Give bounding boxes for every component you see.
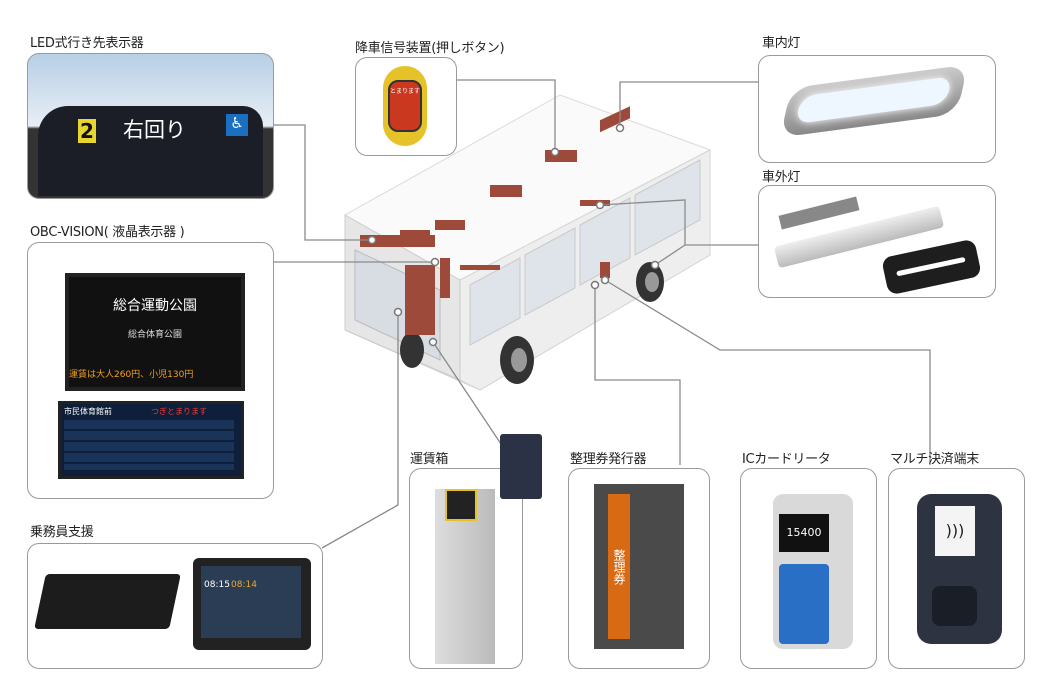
multi-payment-photo: ))) (917, 494, 1002, 644)
lcd-ticker: 運賃は大人260円、小児130円 (69, 370, 194, 380)
label-obc-vision: OBC-VISION( 液晶表示器 ) (30, 225, 185, 240)
crew-support-unit-photo (34, 574, 181, 629)
crew-support-card[interactable]: 08:15 08:14 (27, 543, 323, 669)
contactless-icon: ))) (935, 506, 975, 556)
lcd-display-main: 総合運動公園 総合体育公園 運賃は大人260円、小児130円 (65, 273, 245, 391)
tablet-time: 08:15 (204, 580, 230, 590)
led-destination-display-card[interactable]: 2 右回り ♿ (27, 53, 274, 199)
route-number: 2 (78, 119, 96, 143)
label-exterior-light: 車外灯 (762, 170, 801, 185)
stop-button-text: とまります (388, 80, 422, 132)
exterior-light-card[interactable] (758, 185, 996, 298)
label-crew-support: 乗務員支援 (30, 525, 94, 540)
bus-front-photo (38, 106, 263, 196)
fare-box-card[interactable] (409, 434, 542, 669)
ticket-issuer-photo: 整理券 (594, 484, 684, 649)
ticket-issuer-card[interactable]: 整理券 (568, 468, 710, 669)
interior-light-photo (779, 64, 969, 138)
obc-vision-card[interactable]: 総合運動公園 総合体育公園 運賃は大人260円、小児130円 市民体育館前 つぎ… (27, 242, 274, 499)
bus-illustration (343, 94, 712, 391)
multi-payment-terminal-card[interactable]: ))) (888, 468, 1025, 669)
lcd-sub-text: 総合体育公園 (127, 330, 182, 340)
label-led-destination-display: LED式行き先表示器 (30, 36, 144, 51)
label-ticket-issuer: 整理券発行器 (570, 452, 647, 467)
exterior-lamp-photo (881, 238, 982, 296)
stop-signal-button-card[interactable]: とまります (355, 57, 457, 156)
lcd-fare-display: 市民体育館前 つぎとまります (58, 401, 244, 479)
fare-header: 市民体育館前 (64, 407, 112, 416)
label-fare-box: 運賃箱 (410, 452, 449, 467)
lcd-stop-name: 総合運動公園 (113, 298, 197, 314)
stop-button-photo: とまります (383, 66, 427, 146)
ic-reader-photo: 15400 (773, 494, 853, 649)
label-stop-signal-button: 降車信号装置(押しボタン) (355, 41, 505, 56)
crew-support-tablet-photo: 08:15 08:14 (193, 558, 311, 650)
interior-light-card[interactable] (758, 55, 996, 163)
ic-card-reader-card[interactable]: 15400 (740, 468, 877, 669)
wheelchair-icon: ♿ (226, 114, 248, 136)
label-interior-light: 車内灯 (762, 36, 801, 51)
ic-reader-amount: 15400 (779, 514, 829, 552)
connector-lines (273, 79, 931, 549)
ticket-label: 整理券 (608, 494, 630, 639)
led-display-text: 右回り (123, 118, 186, 142)
tablet-time2: 08:14 (231, 580, 257, 590)
fare-notice: つぎとまります (151, 407, 207, 416)
label-ic-card-reader: ICカードリータ (742, 452, 831, 467)
label-multi-payment-terminal: マルチ決済端末 (890, 452, 979, 467)
